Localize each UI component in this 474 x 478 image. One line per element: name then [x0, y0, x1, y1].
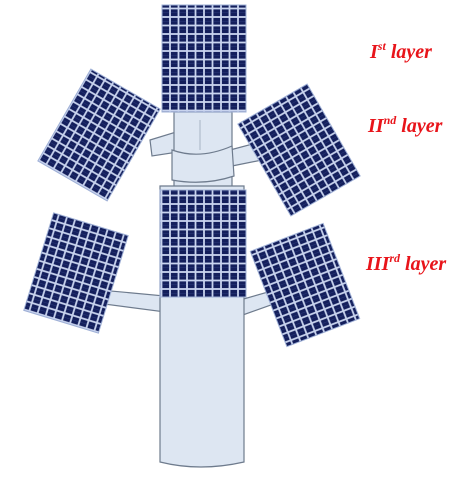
panel-upper-right	[237, 83, 361, 217]
layer-3-suffix: rd	[389, 251, 401, 265]
panel-upper-left	[37, 68, 161, 202]
layer-label-2: IInd layer	[368, 114, 442, 136]
panel-lower-left	[23, 212, 129, 334]
layer-3-roman: III	[366, 253, 390, 275]
panel-lower-right	[249, 222, 361, 348]
panel-top-center	[161, 4, 247, 113]
panel-middle-center	[159, 189, 247, 298]
layer-label-3: IIIrd layer	[366, 252, 446, 274]
layer-3-word: layer	[405, 253, 447, 275]
layer-2-suffix: nd	[383, 113, 397, 127]
solar-panels	[23, 4, 361, 348]
layer-2-roman: II	[368, 115, 384, 137]
layer-1-suffix: st	[377, 39, 386, 53]
layer-1-word: layer	[390, 41, 432, 63]
layer-2-word: layer	[401, 115, 443, 137]
layer-label-1: Ist layer	[370, 40, 432, 62]
trunk-collar	[171, 145, 235, 183]
layer-1-roman: I	[370, 41, 378, 63]
